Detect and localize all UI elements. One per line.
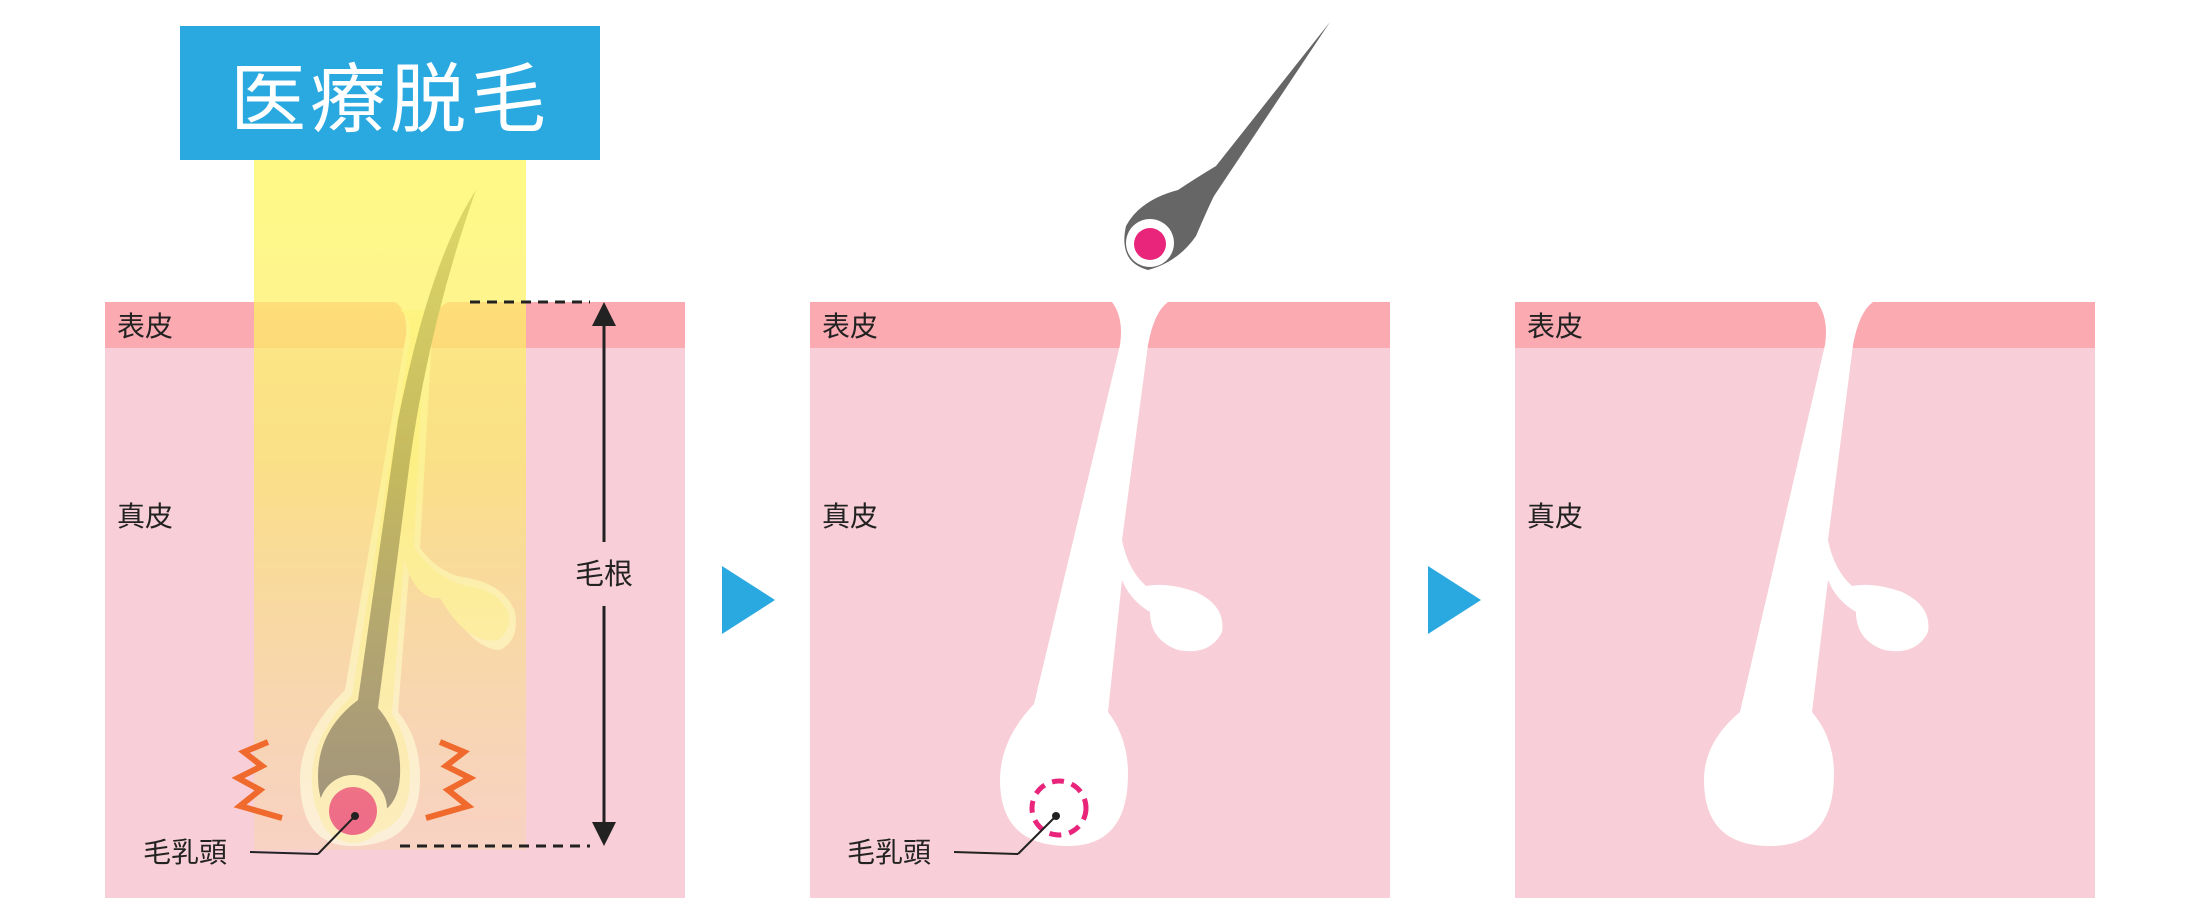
papilla-callout-line-diag xyxy=(317,815,356,855)
heat-burst-icon-left xyxy=(231,739,283,821)
papilla-callout-dot xyxy=(1052,812,1060,820)
label-dermis-2: 真皮 xyxy=(822,500,878,533)
papilla-callout-dot xyxy=(351,812,359,820)
epidermis-layer xyxy=(1515,302,2095,348)
papilla-callout-line xyxy=(953,851,1019,855)
panel-laser: 毛根 表皮 真皮 毛乳頭 xyxy=(105,160,685,898)
label-epidermis-2: 表皮 xyxy=(822,310,878,343)
label-papilla-2: 毛乳頭 xyxy=(847,836,931,869)
label-dermis-1: 真皮 xyxy=(117,500,173,533)
empty-follicle xyxy=(1000,302,1223,846)
title-banner: 医療脱毛 xyxy=(180,26,600,160)
empty-follicle xyxy=(1704,302,1929,846)
papilla-dashed-outline xyxy=(1029,778,1089,838)
label-epidermis-3: 表皮 xyxy=(1527,310,1583,343)
title-text: 医療脱毛 xyxy=(230,55,550,144)
shed-papilla xyxy=(1134,228,1166,260)
epidermis-layer xyxy=(810,302,1390,348)
panel-shed: 表皮 真皮 毛乳頭 xyxy=(810,22,1390,898)
triangle-right-icon xyxy=(1428,566,1481,634)
papilla-callout-line xyxy=(249,851,319,855)
shed-hair xyxy=(1124,22,1330,270)
panel-empty: 表皮 真皮 xyxy=(1515,302,2095,898)
laser-beam xyxy=(254,160,526,850)
label-hair-root: 毛根 xyxy=(575,557,633,591)
label-papilla-1: 毛乳頭 xyxy=(143,836,227,869)
heat-burst-icon-right xyxy=(425,739,477,821)
papilla-callout-line-diag xyxy=(1017,815,1057,855)
arrow-down-icon xyxy=(592,822,616,846)
label-epidermis-1: 表皮 xyxy=(117,310,173,343)
triangle-right-icon xyxy=(722,566,775,634)
arrow-up-icon xyxy=(592,302,616,326)
label-dermis-3: 真皮 xyxy=(1527,500,1583,533)
